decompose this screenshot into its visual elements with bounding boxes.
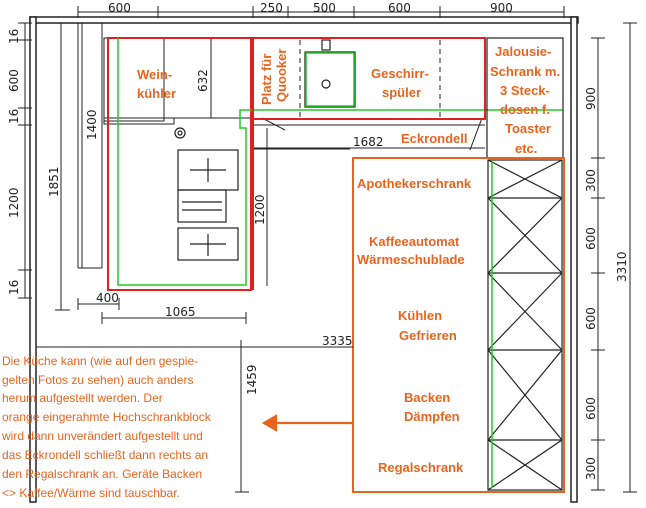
label-platz-fuer: Platz für	[259, 54, 274, 105]
dim-right-300-bottom: 300	[584, 457, 598, 480]
dim-right-900: 900	[584, 87, 598, 110]
wine-cooler-block	[103, 37, 250, 125]
label-geschirr: Geschirr-	[371, 66, 429, 81]
dim-3335: 3335	[322, 334, 353, 348]
label-weinkuehler-1: Wein-	[137, 67, 172, 82]
dim-1459: 1459	[245, 364, 259, 395]
right-inner-dimension-line	[591, 37, 605, 491]
label-quooker: Quooker	[274, 49, 289, 102]
dim-1065: 1065	[165, 305, 196, 319]
dashed-lines	[299, 40, 441, 118]
dim-1851-line	[55, 23, 70, 311]
note-line-6: das Eckrondell schließt dann rechts an	[2, 448, 208, 462]
note-line-5: wird dann unverändert aufgestellt und	[1, 429, 203, 443]
dim-632: 632	[196, 69, 210, 92]
dim-top-500: 500	[313, 1, 336, 15]
label-weinkuehler-2: kühler	[137, 86, 176, 101]
tall-cabinet-inner	[487, 159, 563, 491]
walls	[29, 16, 579, 503]
note-line-1: Die Küche kann (wie auf den gespie-	[2, 354, 198, 368]
dim-1851: 1851	[47, 166, 61, 197]
label-spueler: spüler	[382, 85, 421, 100]
dim-right-600-c: 600	[584, 397, 598, 420]
note-line-2: gelten Fotos zu sehen) auch anders	[2, 373, 193, 387]
dim-400: 400	[96, 291, 119, 305]
note-line-7: den Regalschrank an. Geräte Backen	[2, 467, 202, 481]
label-eckrondell: Eckrondell	[401, 131, 467, 146]
dim-right-600-b: 600	[584, 307, 598, 330]
dim-top-600-left: 600	[108, 1, 131, 15]
corner-red-frame	[252, 40, 486, 290]
note-arrow	[261, 414, 353, 432]
dim-top-250: 250	[260, 1, 283, 15]
dim-top-900: 900	[490, 1, 513, 15]
dim-1400: 1400	[85, 109, 99, 140]
cooktop	[174, 127, 239, 261]
label-regalschrank: Regalschrank	[378, 460, 464, 475]
label-jalousie-5: Toaster	[505, 121, 551, 136]
label-jalousie-6: etc.	[515, 141, 537, 156]
left-counter-red-frame	[107, 37, 252, 291]
dim-top-600-right: 600	[388, 1, 411, 15]
dim-1682: 1682	[353, 135, 384, 149]
dim-3310: 3310	[615, 251, 629, 282]
sink	[304, 39, 356, 108]
note-line-8: <> Kaffee/Wärme sind tauschbar.	[2, 486, 180, 500]
left-dimension-line	[18, 22, 32, 299]
label-kaffeeautomat: Kaffeeautomat	[369, 234, 460, 249]
bottom-left-dimension-lines	[36, 298, 353, 493]
label-jalousie-4: dosen f.	[500, 102, 550, 117]
dim-right-600-a: 600	[584, 227, 598, 250]
dim-right-300-top: 300	[584, 169, 598, 192]
tall-cabinet-orange-frame	[352, 157, 565, 493]
label-backen: Backen	[404, 390, 450, 405]
dim-1200-inner: 1200	[253, 194, 267, 225]
label-kuehlen: Kühlen	[398, 308, 442, 323]
label-jalousie-1: Jalousie-	[495, 44, 551, 59]
label-jalousie-2: Schrank m.	[490, 64, 560, 79]
dim-left-1200: 1200	[7, 187, 21, 218]
dim-632-line	[205, 38, 217, 119]
dim-left-16-mid: 16	[7, 109, 21, 124]
left-green-lines	[117, 38, 563, 286]
label-gefrieren: Gefrieren	[399, 328, 457, 343]
dim-left-16-bottom: 16	[7, 280, 21, 295]
top-dimension-line	[77, 6, 565, 18]
note-line-4: orange eingerahmte Hochschrankblock	[2, 410, 212, 424]
label-jalousie-3: 3 Steck-	[500, 83, 550, 98]
label-waermeschublade: Wärmeschublade	[357, 252, 465, 267]
sink-green	[305, 52, 355, 107]
dim-left-600: 600	[7, 69, 21, 92]
dim-left-16-top: 16	[7, 29, 21, 44]
label-apothekerschrank: Apothekerschrank	[357, 176, 472, 191]
note-line-3: herum aufgestellt werden. Der	[2, 391, 163, 405]
right-outer-dimension-line	[623, 22, 637, 493]
corner-area	[253, 117, 485, 151]
label-daempfen: Dämpfen	[404, 409, 460, 424]
left-cabinet-lines	[77, 23, 103, 269]
